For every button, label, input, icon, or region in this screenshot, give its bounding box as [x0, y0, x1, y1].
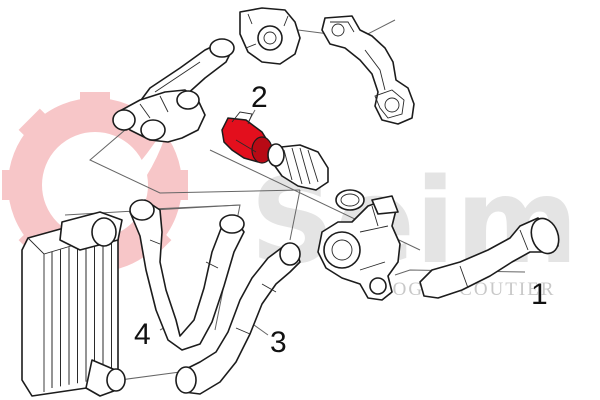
leader-line-throttle [289, 189, 301, 241]
callout-labels: 2 1 3 4 [134, 81, 548, 359]
callout-4: 4 [134, 318, 151, 351]
air-flow-meter [221, 111, 273, 164]
leader-line-intercooler-bottom [119, 371, 181, 381]
intercooler-fins [51, 235, 112, 388]
callout-1: 1 [531, 278, 548, 311]
turbocharger [317, 195, 401, 301]
gear-tooth [18, 108, 62, 152]
throttle-body [239, 7, 301, 65]
corrugated-pipe [267, 143, 329, 191]
turbo-inlet-hose [419, 217, 560, 299]
hose-clamp [335, 189, 365, 211]
exhaust-manifold [321, 15, 415, 125]
gear-tooth [2, 170, 32, 200]
gear-tooth [158, 170, 188, 200]
intercooler-outlet-hose [175, 242, 301, 395]
intercooler [21, 211, 126, 397]
intercooler-inlet-hose [129, 199, 245, 351]
callout-2: 2 [251, 81, 268, 114]
callout-3: 3 [270, 326, 287, 359]
intake-junction [112, 89, 206, 143]
gear-tooth [80, 92, 110, 122]
